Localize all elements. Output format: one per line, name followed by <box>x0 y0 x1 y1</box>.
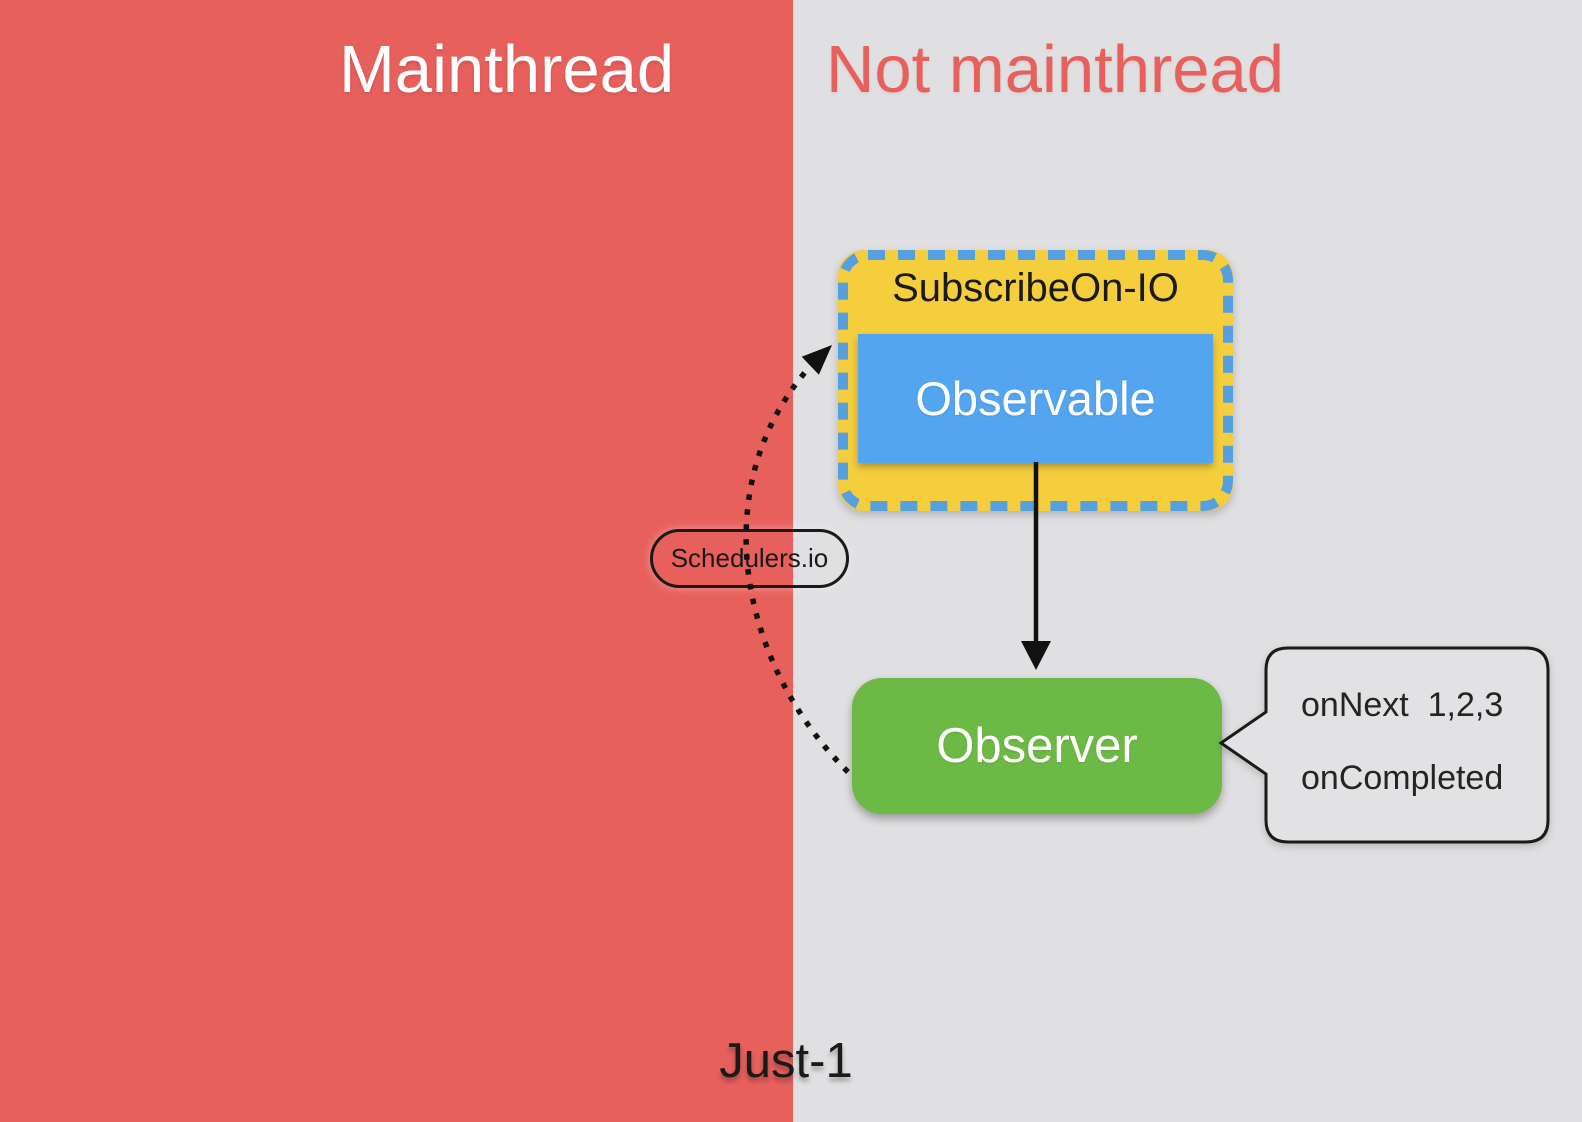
not-mainthread-title: Not mainthread <box>826 32 1285 107</box>
callout-on-completed-text: onCompleted <box>1301 759 1504 797</box>
observable-box: Observable <box>858 334 1213 463</box>
callout-bubble-shape <box>1218 646 1550 844</box>
observable-label: Observable <box>915 372 1156 425</box>
subscribe-arrow-head-icon <box>801 345 832 375</box>
callout-on-next-text: onNext 1,2,3 <box>1301 686 1504 724</box>
slide-caption: Just-1 <box>719 1034 853 1088</box>
subscribe-on-io-label: SubscribeOn-IO <box>892 266 1179 310</box>
observer-label: Observer <box>936 719 1138 773</box>
emit-arrow-head-icon <box>1021 641 1051 670</box>
subscribe-arrow-dotted-curve <box>743 348 850 774</box>
mainthread-title: Mainthread <box>339 32 675 107</box>
not-mainthread-panel <box>793 0 1582 1122</box>
observer-box: Observer <box>852 678 1222 814</box>
